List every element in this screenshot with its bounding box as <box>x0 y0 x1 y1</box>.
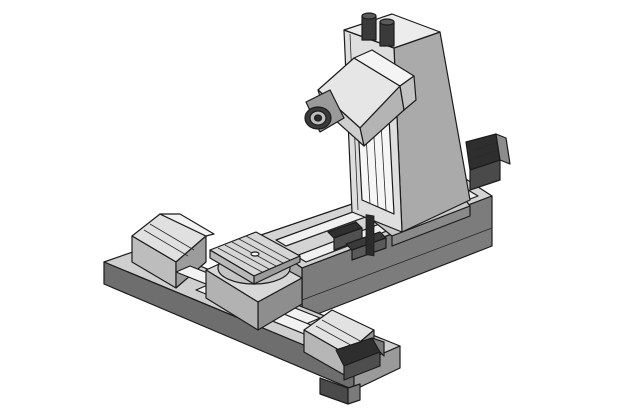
servo-motor <box>465 133 511 191</box>
rotary-table <box>205 231 303 331</box>
table-center-hole <box>250 251 260 257</box>
axis-motor <box>335 337 385 381</box>
spindle-head <box>304 49 417 147</box>
column-top-motors <box>361 12 395 47</box>
vertical-screw <box>365 214 375 257</box>
